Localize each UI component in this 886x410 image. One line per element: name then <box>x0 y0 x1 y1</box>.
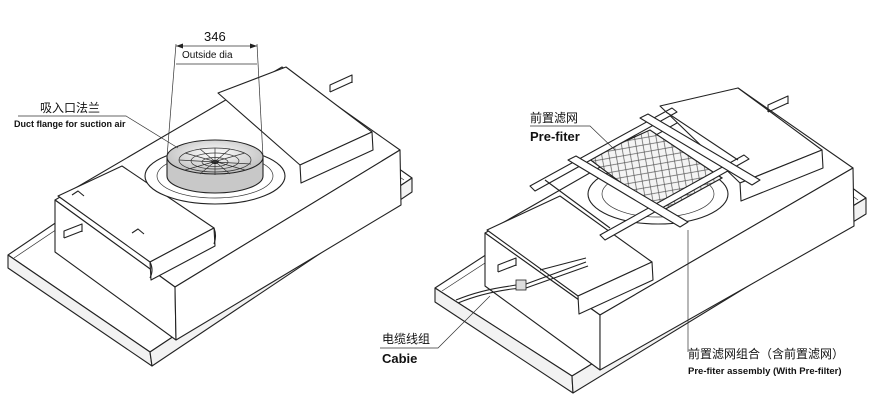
prefilter-label-en: Pre-fiter <box>530 129 580 144</box>
prefilter-label-cn: 前置滤网 <box>530 111 579 125</box>
assembly-label-cn: 前置滤网组合（含前置滤网） <box>688 347 845 361</box>
dimension-346 <box>166 43 264 158</box>
prefilter-assembly <box>529 107 761 241</box>
left-housing <box>54 66 402 341</box>
cable-bundle <box>455 257 589 304</box>
assembly-label-en: Pre-fiter assembly (With Pre-filter) <box>688 366 842 377</box>
duct-flange-label-en: Duct flange for suction air <box>14 119 126 129</box>
left-fan-filter-unit <box>7 43 413 367</box>
cable-label-en: Cabie <box>382 351 418 366</box>
cable-label-cn: 电缆线组 <box>382 332 431 346</box>
dimension-value: 346 <box>204 29 226 44</box>
duct-flange-label-cn: 吸入口法兰 <box>40 101 101 115</box>
dimension-caption: Outside dia <box>182 50 233 61</box>
right-fan-filter-unit <box>380 87 867 394</box>
